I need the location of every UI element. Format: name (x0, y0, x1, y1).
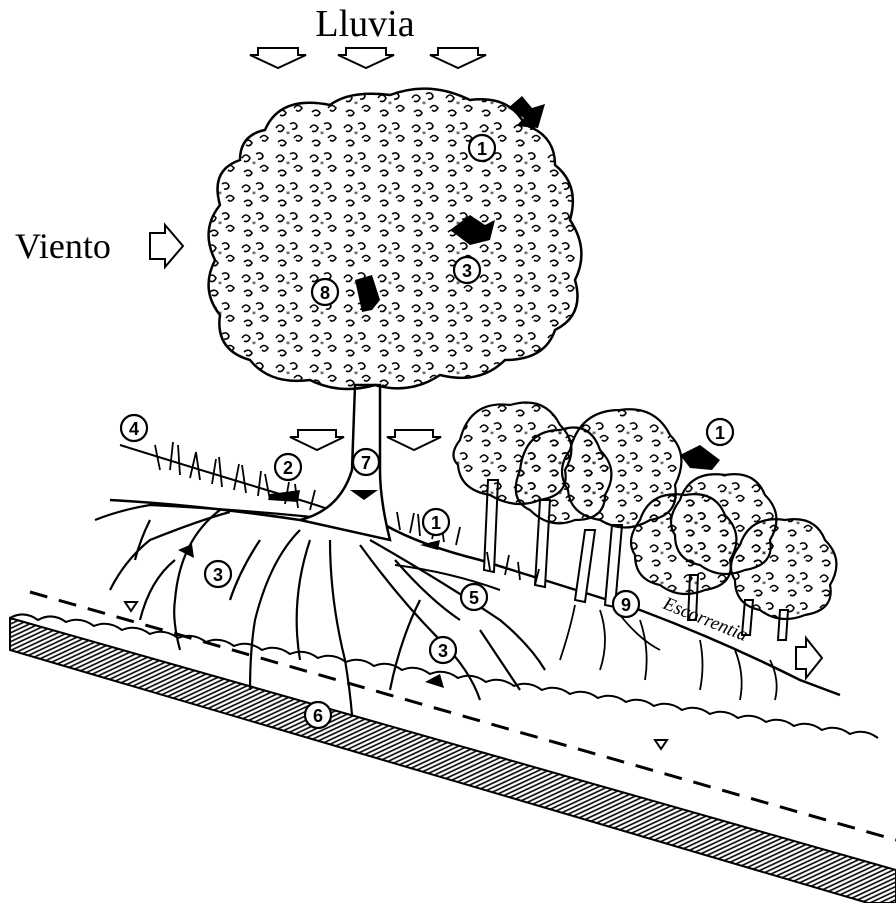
marker-1-canopy: 1 (469, 135, 495, 161)
marker-3-canopy: 3 (454, 257, 480, 283)
rain-arrow-icon (338, 48, 394, 68)
svg-text:1: 1 (477, 139, 487, 159)
marker-6-percolation: 6 (305, 702, 331, 728)
rain-label: Lluvia (315, 3, 414, 45)
runoff-label: Escorrentia (659, 593, 750, 646)
rain-arrow-icon (250, 48, 306, 68)
small-tree-evap-arrow-icon (680, 445, 720, 470)
marker-7-trunk: 7 (353, 449, 379, 475)
runoff-arrow-icon (796, 638, 822, 678)
groundwater-arrow-icon (425, 674, 444, 688)
throughfall-arrow-icon (387, 430, 441, 450)
rain-arrows (250, 48, 486, 68)
marker-1-small-trees: 1 (707, 419, 733, 445)
svg-text:3: 3 (213, 565, 223, 585)
marker-8-stemflow: 8 (312, 279, 338, 305)
marker-3-roots-left: 3 (205, 561, 231, 587)
marker-5-subsurface: 5 (461, 584, 487, 610)
svg-text:3: 3 (438, 641, 448, 661)
svg-text:1: 1 (715, 423, 725, 443)
wind-label: Viento (15, 226, 111, 266)
marker-4-litter: 4 (121, 415, 147, 441)
svg-text:4: 4 (129, 419, 139, 439)
water-table-line (30, 592, 896, 840)
svg-text:7: 7 (361, 453, 371, 473)
svg-text:1: 1 (431, 513, 441, 533)
main-tree-canopy (209, 89, 582, 389)
throughfall-arrow-icon (290, 430, 344, 450)
marker-9-forest-floor: 9 (613, 591, 639, 617)
svg-text:6: 6 (313, 706, 323, 726)
svg-text:8: 8 (320, 283, 330, 303)
rain-arrow-icon (430, 48, 486, 68)
marker-1-ground: 1 (423, 509, 449, 535)
small-forest-trees (453, 403, 836, 701)
svg-text:2: 2 (283, 458, 293, 478)
marker-3-roots-deep: 3 (430, 637, 456, 663)
marker-2-infiltration: 2 (275, 454, 301, 480)
water-table-marker-right (655, 740, 667, 749)
svg-text:9: 9 (621, 595, 631, 615)
water-table-marker-left (125, 602, 137, 611)
svg-text:5: 5 (469, 588, 479, 608)
wind-arrow-icon (150, 225, 183, 267)
svg-text:3: 3 (462, 261, 472, 281)
